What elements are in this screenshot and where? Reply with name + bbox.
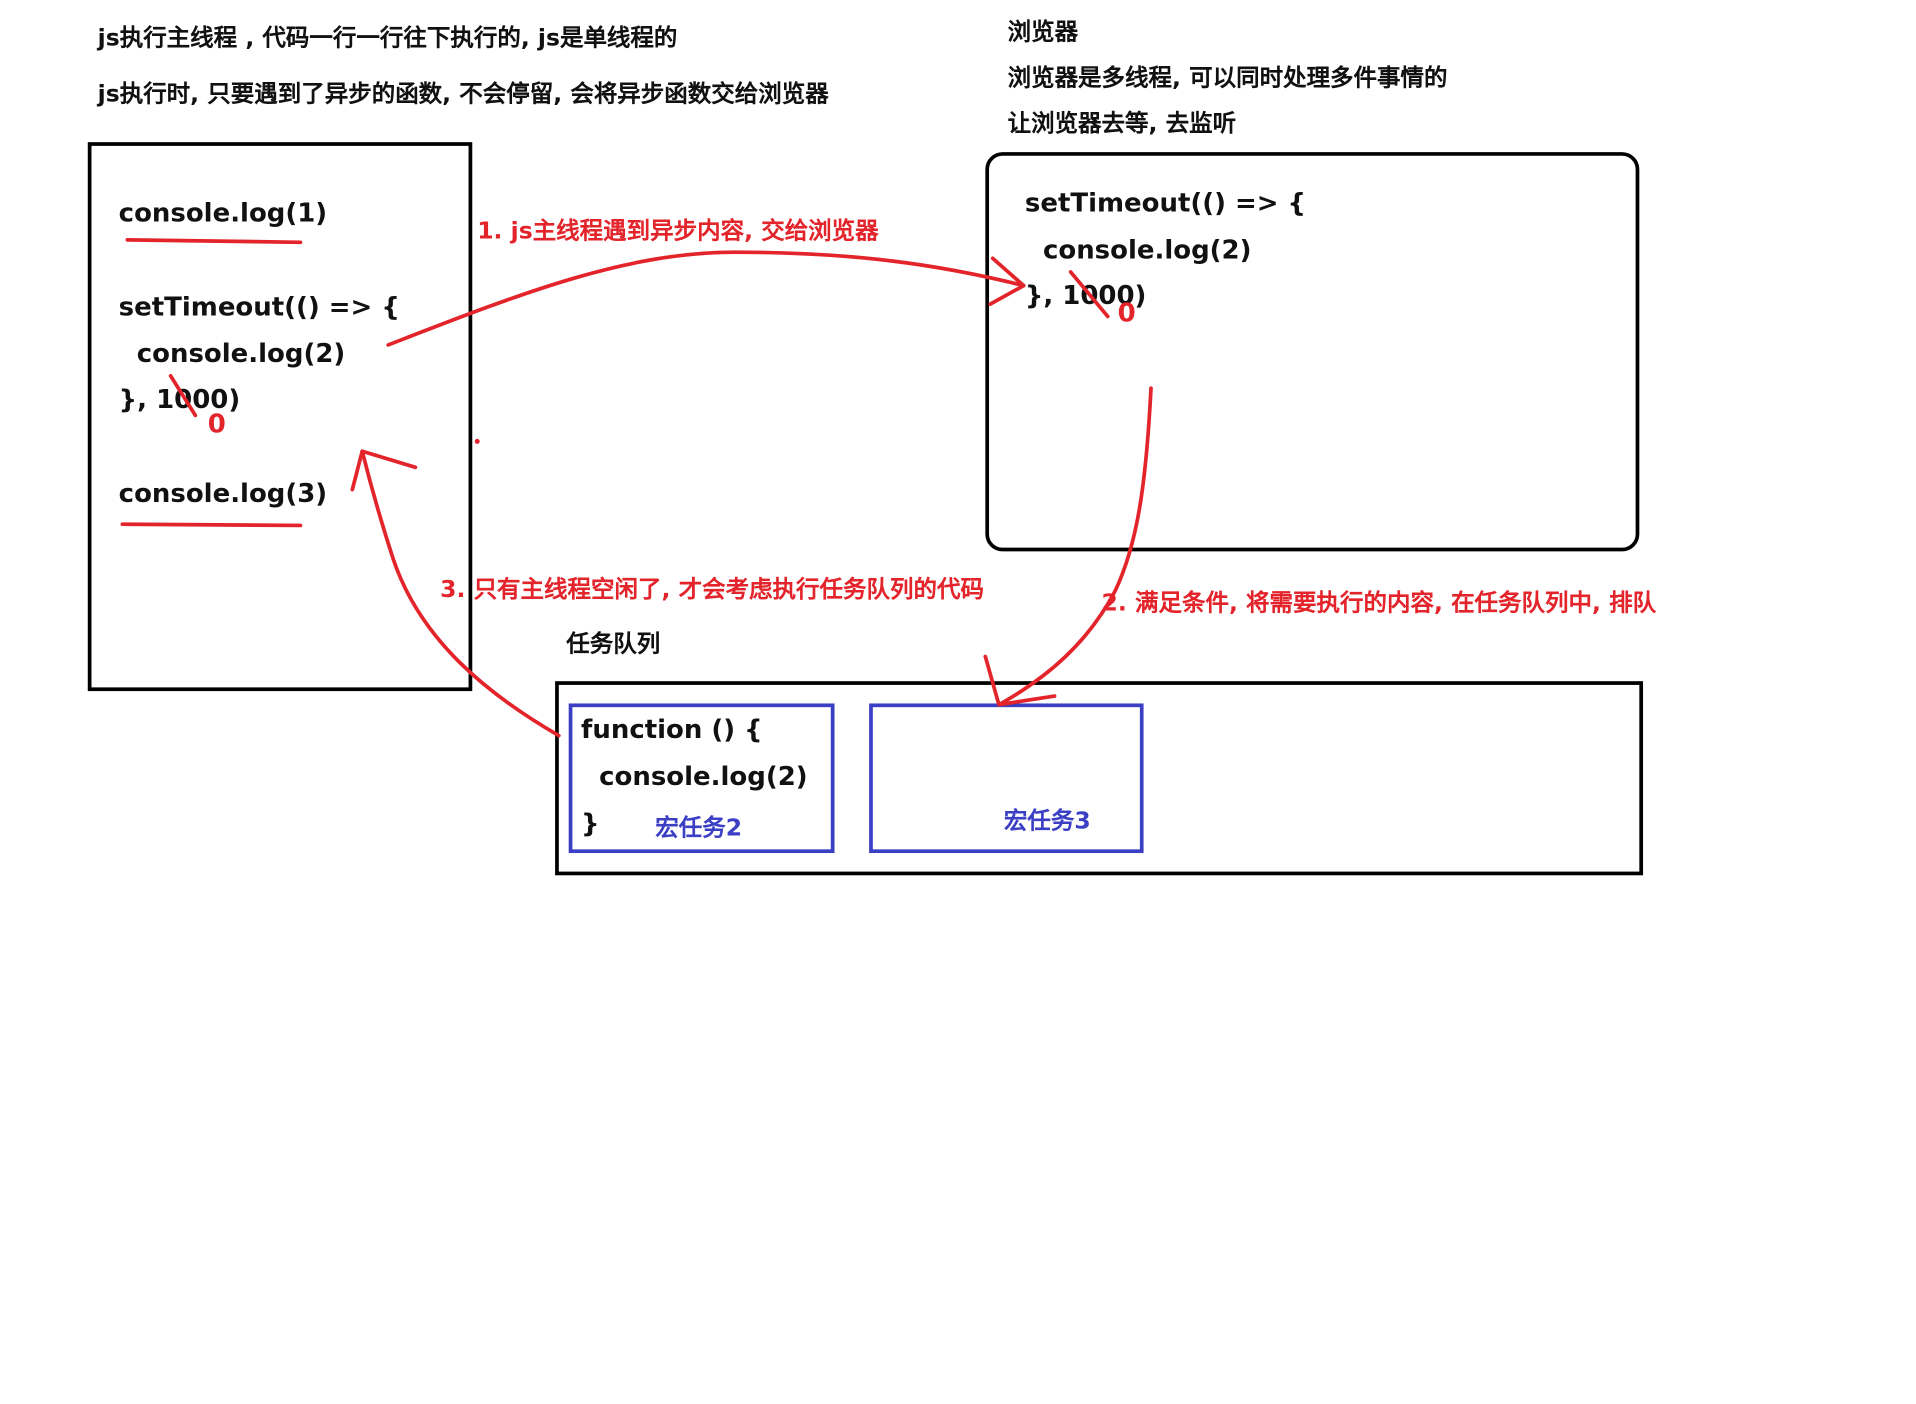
browser-note-multithread: 浏览器是多线程, 可以同时处理多件事情的 (1007, 64, 1448, 92)
browser-title: 浏览器 (1007, 18, 1079, 46)
browser-delay-strike (1068, 270, 1110, 319)
step-2-label: 2. 满足条件, 将需要执行的内容, 在任务队列中, 排队 (1101, 589, 1657, 617)
macro-task-3-label: 宏任务3 (1003, 807, 1091, 835)
browser-delay-correction: 0 (1117, 297, 1136, 328)
arrow-main-to-browser (386, 250, 1026, 347)
browser-code-settimeout: setTimeout(() => { (1024, 187, 1307, 218)
arrow-browser-to-queue-head-left (983, 654, 1001, 707)
underline-console-log-1 (125, 237, 303, 245)
macro-task-2-label: 宏任务2 (655, 814, 743, 842)
arrow-main-to-browser-head-upper (990, 256, 1026, 288)
note-main-thread: js执行主线程 , 代码一行一行往下执行的, js是单线程的 (97, 24, 678, 52)
task-queue-title: 任务队列 (566, 630, 661, 658)
arrow-browser-to-queue-head-right (997, 694, 1057, 707)
main-code-settimeout: setTimeout(() => { (118, 291, 400, 322)
task-code-console-log-2: console.log(2) (581, 761, 808, 792)
main-code-console-log-1: console.log(1) (118, 197, 328, 228)
task-code-close-brace: } (581, 808, 600, 839)
underline-console-log-3 (120, 522, 303, 528)
browser-code-delay: }, 1000) (1024, 280, 1147, 311)
main-code-console-log-3: console.log(3) (118, 478, 328, 509)
arrow-queue-to-main (360, 449, 561, 738)
browser-note-wait: 让浏览器去等, 去监听 (1007, 110, 1237, 138)
browser-box (985, 152, 1640, 552)
macro-task-2-box (568, 703, 835, 854)
note-async-handoff: js执行时, 只要遇到了异步的函数, 不会停留, 会将异步函数交给浏览器 (97, 80, 829, 108)
main-thread-box (87, 142, 473, 692)
task-queue-box (555, 681, 1644, 876)
step-3-label: 3. 只有主线程空闲了, 才会考虑执行任务队列的代码 (440, 576, 984, 604)
main-delay-strike (168, 373, 198, 418)
main-code-console-log-2: console.log(2) (118, 338, 346, 369)
browser-code-console-log-2: console.log(2) (1024, 234, 1252, 265)
step-1-label: 1. js主线程遇到异步内容, 交给浏览器 (477, 217, 879, 245)
arrow-main-to-browser-head-lower (988, 283, 1026, 306)
main-delay-correction: 0 (207, 409, 226, 439)
arrow-queue-to-main-head-right (360, 449, 418, 470)
arrow-queue-to-main-head-left (350, 449, 365, 492)
task-code-function: function () { (581, 714, 763, 745)
ink-dot (474, 438, 480, 444)
arrow-browser-to-queue (997, 386, 1153, 707)
